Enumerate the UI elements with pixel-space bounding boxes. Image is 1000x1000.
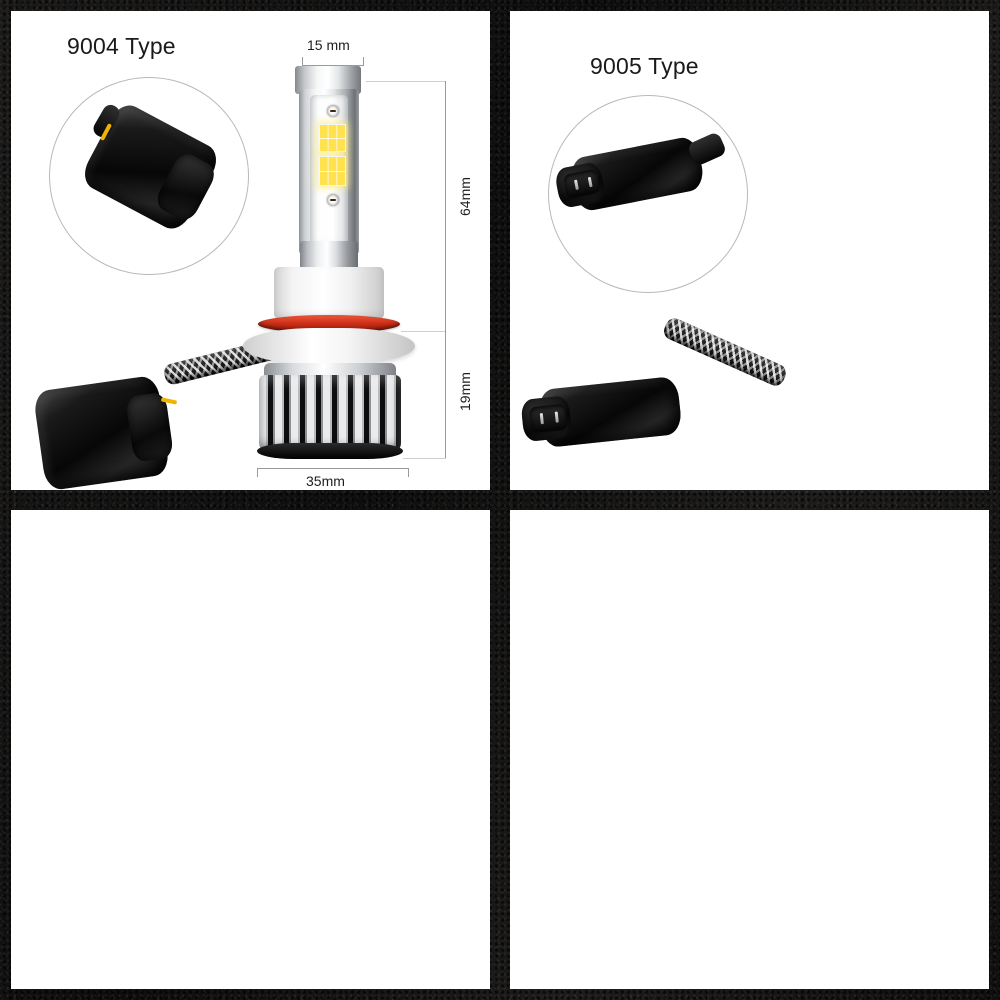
bracket-base-width-9004 [257, 468, 409, 477]
dim-lower-length-9004: 19mm [457, 372, 473, 411]
heatsink-base-ring-9004 [257, 443, 403, 459]
white-base-9004 [274, 267, 384, 319]
bracket-top-width-9004 [302, 57, 364, 66]
screw-top-9004 [327, 105, 339, 117]
panel-9004: 9004 Type [11, 11, 490, 490]
connector-plug-large-9005 [520, 375, 683, 449]
dim-base-width-9004: 35mm [306, 473, 345, 489]
leader-mid-9004 [401, 331, 446, 332]
led-chip-upper-9004 [318, 124, 346, 152]
leader-top-9004 [366, 81, 446, 82]
bulb-neck-9004 [300, 241, 358, 271]
dim-upper-length-9004: 64mm [457, 177, 473, 216]
panel-title-9005: 9005 Type [590, 53, 699, 79]
connector-inset-circle-9005 [548, 95, 748, 293]
panel-title-9004: 9004 Type [67, 33, 176, 59]
braided-cable-9005 [661, 315, 789, 389]
panel-9005: 9005 Type [510, 11, 989, 490]
base-flange-9004 [243, 328, 415, 364]
leader-bottom-9004 [403, 458, 446, 459]
panel-9006: 9006 Type [11, 510, 490, 989]
dim-vline-9004 [445, 81, 446, 458]
screw-bottom-9004 [327, 194, 339, 206]
connector-plug-large-9004 [32, 374, 175, 490]
connector-inset-circle-9004 [49, 77, 249, 275]
panel-h13: H13 Type [510, 510, 989, 989]
dim-top-width-9004: 15 mm [307, 37, 350, 53]
led-chip-lower-9004 [318, 156, 346, 186]
heatsink-fins-9004 [259, 375, 401, 453]
